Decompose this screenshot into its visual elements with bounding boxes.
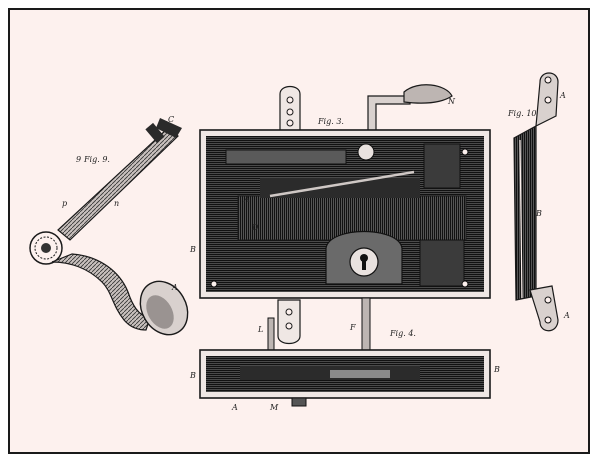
fig3-label-a: A bbox=[243, 195, 250, 204]
fig4-title: Fig. 4. bbox=[389, 329, 416, 338]
fig10-label-a-top: A bbox=[559, 91, 566, 100]
fig4-label-b-right: B bbox=[493, 365, 500, 374]
fig3-label-l: L bbox=[257, 325, 263, 334]
fig9-handle bbox=[29, 118, 189, 336]
fig9-label-n: n bbox=[114, 199, 119, 208]
fig4-label-b-left: B bbox=[189, 371, 196, 380]
fig3-label-d: D bbox=[251, 223, 259, 232]
fig3-label-f: F bbox=[349, 323, 356, 332]
fig3-label-n: N bbox=[447, 97, 456, 106]
fig9-title: Fig. 9. bbox=[83, 155, 110, 164]
fig9-label-c: C bbox=[168, 115, 174, 124]
fig3-lock-case bbox=[199, 84, 491, 353]
fig4-section bbox=[199, 349, 491, 407]
fig9-label-a: A bbox=[171, 283, 178, 292]
fig4-label-a: A bbox=[231, 403, 238, 412]
fig3-title: Fig. 3. bbox=[317, 117, 344, 126]
fig9-prefix: 9 bbox=[76, 155, 81, 164]
fig9-label-p: p bbox=[62, 199, 67, 208]
fig10-title: Fig. 10 bbox=[507, 109, 537, 118]
fig10-bar bbox=[513, 72, 559, 332]
fig4-label-m: M bbox=[269, 403, 279, 412]
fig10-label-a-bottom: A bbox=[563, 311, 570, 320]
fig3-label-b: B bbox=[189, 245, 196, 254]
figure-labels: 9 Fig. 9. C p n A Fig. 3. N B D A L F Fi… bbox=[62, 91, 570, 412]
fig10-label-b: B bbox=[535, 209, 542, 218]
